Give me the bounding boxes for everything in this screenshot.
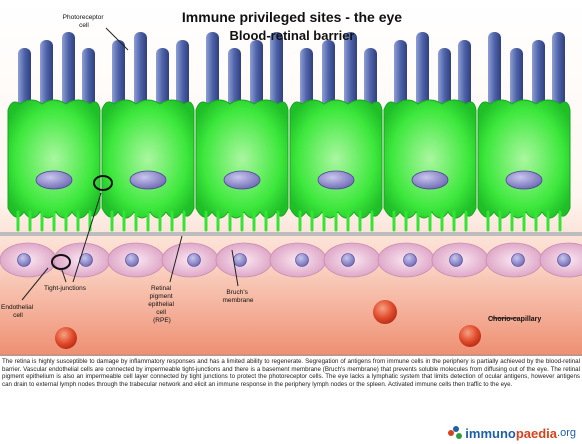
photoreceptor-cell [18, 48, 31, 108]
photoreceptor-cell [300, 48, 313, 108]
rpe-cell [290, 100, 382, 230]
red-blood-cell [373, 300, 397, 324]
logo-text-immuno: immuno [465, 426, 516, 441]
rpe-nucleus [36, 171, 72, 189]
rpe-nucleus [318, 171, 354, 189]
photoreceptor-cell [82, 48, 95, 108]
photoreceptor-cell [250, 40, 263, 108]
photoreceptor-cell [532, 40, 545, 108]
rpe-nucleus [224, 171, 260, 189]
endothelial-nucleus [342, 254, 355, 267]
photoreceptor-cell [394, 40, 407, 108]
rpe-nucleus [506, 171, 542, 189]
photoreceptor-cell [488, 32, 501, 108]
photoreceptor-cell [552, 32, 565, 108]
endothelial-nucleus [188, 254, 201, 267]
rpe-nucleus [412, 171, 448, 189]
endothelial-nucleus [126, 254, 139, 267]
endothelial-nucleus [18, 254, 31, 267]
red-blood-cell [459, 325, 481, 347]
label-tight-junctions: Tight-junctions [44, 285, 87, 292]
immunopaedia-logo[interactable]: immunopaedia.org [444, 424, 578, 442]
rpe-cell [196, 100, 288, 230]
endothelial-nucleus [296, 254, 309, 267]
photoreceptor-cell [344, 32, 357, 108]
photoreceptor-cell [62, 32, 75, 108]
diagram-subtitle: Blood-retinal barrier [230, 28, 355, 43]
rpe-cell [384, 100, 476, 230]
photoreceptor-cell [134, 32, 147, 108]
photoreceptor-cell [156, 48, 169, 108]
photoreceptor-cell [322, 40, 335, 108]
rpe-cell [478, 100, 570, 230]
endothelial-nucleus [450, 254, 463, 267]
endothelial-nucleus [234, 254, 247, 267]
label-chorio-capillary: Chorio-capillary [488, 316, 541, 323]
immunopaedia-logo-icon [448, 426, 462, 440]
photoreceptor-cell [364, 48, 377, 108]
photoreceptor-cell [416, 32, 429, 108]
endothelial-nucleus [404, 254, 417, 267]
photoreceptor-cell [228, 48, 241, 108]
photoreceptor-cell [510, 48, 523, 108]
photoreceptor-cell [40, 40, 53, 108]
photoreceptor-cell [458, 40, 471, 108]
photoreceptor-cell [176, 40, 189, 108]
rpe-cell [102, 100, 194, 230]
red-blood-cell [55, 327, 77, 349]
label-bruchs-membrane: Bruch's membrane [222, 289, 253, 304]
diagram-title: Immune privileged sites - the eye [182, 9, 402, 25]
endothelial-nucleus [558, 254, 571, 267]
endothelial-layer [0, 243, 582, 277]
rpe-cell [8, 100, 100, 230]
photoreceptor-cell [270, 32, 283, 108]
endothelial-nucleus [512, 254, 525, 267]
photoreceptor-cell [438, 48, 451, 108]
logo-text-org: .org [557, 427, 576, 439]
photoreceptor-cell [112, 40, 125, 108]
photoreceptor-cell [206, 32, 219, 108]
logo-text-paedia: paedia [516, 426, 557, 441]
rpe-nucleus [130, 171, 166, 189]
